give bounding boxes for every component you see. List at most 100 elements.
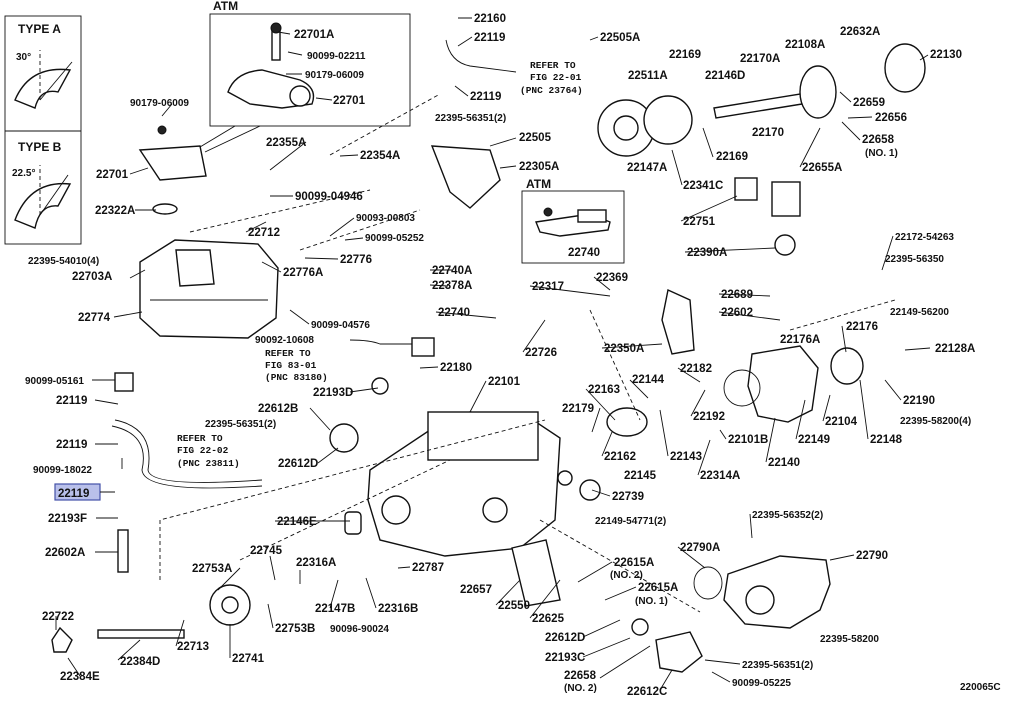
part-label[interactable]: 22703A bbox=[72, 271, 112, 283]
part-label[interactable]: 22659 bbox=[853, 97, 885, 109]
part-label[interactable]: 22192 bbox=[693, 411, 725, 423]
part-label[interactable]: 22712 bbox=[248, 227, 280, 239]
part-label[interactable]: 90099-04576 bbox=[311, 320, 370, 331]
part-label[interactable]: 22119 bbox=[56, 439, 87, 451]
part-label[interactable]: 22101 bbox=[488, 376, 521, 388]
part-label[interactable]: 22193C bbox=[545, 652, 585, 664]
part-label[interactable]: 22774 bbox=[78, 312, 111, 324]
part-label[interactable]: 22655A bbox=[802, 162, 842, 174]
part-label[interactable]: 22740A bbox=[432, 265, 472, 277]
part-label[interactable]: 90099-05225 bbox=[732, 678, 791, 689]
part-label[interactable]: 22170A bbox=[740, 53, 780, 65]
part-label[interactable]: 22355A bbox=[266, 137, 306, 149]
part-label[interactable]: 90096-90024 bbox=[330, 624, 389, 635]
part-label[interactable]: 22146D bbox=[705, 70, 745, 82]
part-label[interactable]: 22745 bbox=[250, 545, 283, 557]
part-label[interactable]: 22147A bbox=[627, 162, 667, 174]
part-label[interactable]: 22395-56351(2) bbox=[205, 419, 276, 430]
part-label[interactable]: 22316A bbox=[296, 557, 336, 569]
part-label[interactable]: 22739 bbox=[612, 491, 644, 503]
part-label[interactable]: 22751 bbox=[683, 216, 716, 228]
part-label[interactable]: 22128A bbox=[935, 343, 975, 355]
part-label[interactable]: 22395-56350 bbox=[885, 254, 944, 265]
part-label[interactable]: 22726 bbox=[525, 347, 557, 359]
part-label[interactable]: 22143 bbox=[670, 451, 702, 463]
part-label[interactable]: 22119 bbox=[470, 91, 501, 103]
part-label[interactable]: 22395-56351(2) bbox=[742, 660, 813, 671]
part-label[interactable]: 90179-06009 bbox=[305, 70, 364, 81]
part-label[interactable]: 22395-56351(2) bbox=[435, 113, 506, 124]
part-label[interactable]: 90099-02211 bbox=[307, 51, 366, 62]
part-label[interactable]: 22656 bbox=[875, 112, 907, 124]
part-label[interactable]: 90099-18022 bbox=[33, 465, 92, 476]
part-label[interactable]: 90092-10608 bbox=[255, 335, 314, 346]
part-label[interactable]: 22625 bbox=[532, 613, 565, 625]
part-label[interactable]: 22145 bbox=[624, 470, 657, 482]
part-label[interactable]: 22658 bbox=[564, 670, 597, 682]
part-label[interactable]: 22149-54771(2) bbox=[595, 516, 666, 527]
part-label[interactable]: 22149-56200 bbox=[890, 307, 949, 318]
part-label[interactable]: 22395-58200(4) bbox=[900, 416, 971, 427]
part-label[interactable]: 22140 bbox=[768, 457, 800, 469]
part-label[interactable]: 22701A bbox=[294, 29, 334, 41]
part-label[interactable]: 22170 bbox=[752, 127, 784, 139]
part-label[interactable]: 22378A bbox=[432, 280, 472, 292]
part-label[interactable]: 22740 bbox=[568, 247, 600, 259]
part-label[interactable]: 22753B bbox=[275, 623, 315, 635]
part-label[interactable]: 90099-05252 bbox=[365, 233, 424, 244]
part-label[interactable]: 22612D bbox=[545, 632, 585, 644]
part-label[interactable]: 22354A bbox=[360, 150, 400, 162]
part-label[interactable]: 22176 bbox=[846, 321, 878, 333]
part-label[interactable]: 22193D bbox=[313, 387, 353, 399]
part-label[interactable]: 22658 bbox=[862, 134, 895, 146]
part-label[interactable]: 22632A bbox=[840, 26, 880, 38]
part-label[interactable]: 22395-58200 bbox=[820, 634, 879, 645]
part-label[interactable]: 22505A bbox=[600, 32, 640, 44]
part-label[interactable]: 22776 bbox=[340, 254, 372, 266]
part-label[interactable]: 22119 bbox=[474, 32, 505, 44]
part-label[interactable]: 22657 bbox=[460, 584, 492, 596]
part-label[interactable]: 22341C bbox=[683, 180, 723, 192]
part-label[interactable]: 90099-04946 bbox=[295, 191, 363, 203]
part-label[interactable]: 22180 bbox=[440, 362, 472, 374]
part-label[interactable]: 22108A bbox=[785, 39, 825, 51]
part-label[interactable]: 22146E bbox=[277, 516, 317, 528]
part-label[interactable]: 22163 bbox=[588, 384, 620, 396]
part-label[interactable]: 22369 bbox=[596, 272, 628, 284]
part-label[interactable]: 22149 bbox=[798, 434, 830, 446]
part-label[interactable]: 90093-00803 bbox=[356, 213, 415, 224]
part-label[interactable]: 22384D bbox=[120, 656, 160, 668]
part-label[interactable]: 22612B bbox=[258, 403, 298, 415]
part-label[interactable]: 22395-54010(4) bbox=[28, 256, 99, 267]
part-label[interactable]: 22602A bbox=[45, 547, 85, 559]
part-label[interactable]: 22314A bbox=[700, 470, 740, 482]
part-label[interactable]: 22550 bbox=[498, 600, 530, 612]
part-label[interactable]: 22753A bbox=[192, 563, 232, 575]
part-label[interactable]: 22101B bbox=[728, 434, 768, 446]
highlighted-part-label[interactable]: 22119 bbox=[58, 488, 89, 500]
part-label[interactable]: 22322A bbox=[95, 205, 135, 217]
part-label[interactable]: 22790 bbox=[856, 550, 888, 562]
part-label[interactable]: 90099-05161 bbox=[25, 376, 84, 387]
part-label[interactable]: 22147B bbox=[315, 603, 355, 615]
part-label[interactable]: 22701 bbox=[96, 169, 129, 181]
part-label[interactable]: 22316B bbox=[378, 603, 418, 615]
part-label[interactable]: 22713 bbox=[177, 641, 209, 653]
part-label[interactable]: 22787 bbox=[412, 562, 444, 574]
part-label[interactable]: 22179 bbox=[562, 403, 594, 415]
part-label[interactable]: 22148 bbox=[870, 434, 903, 446]
part-label[interactable]: 22390A bbox=[687, 247, 727, 259]
part-label[interactable]: 22615A bbox=[614, 557, 654, 569]
part-label[interactable]: 22615A bbox=[638, 582, 678, 594]
part-label[interactable]: 22160 bbox=[474, 13, 506, 25]
part-label[interactable]: 22130 bbox=[930, 49, 962, 61]
part-label[interactable]: 22350A bbox=[604, 343, 644, 355]
part-label[interactable]: 22505 bbox=[519, 132, 552, 144]
part-label[interactable]: 22740 bbox=[438, 307, 470, 319]
part-label[interactable]: 22104 bbox=[825, 416, 858, 428]
part-label[interactable]: 22169 bbox=[669, 49, 701, 61]
part-label[interactable]: 22176A bbox=[780, 334, 820, 346]
part-label[interactable]: 22190 bbox=[903, 395, 935, 407]
part-label[interactable]: 22193F bbox=[48, 513, 87, 525]
part-label[interactable]: 22741 bbox=[232, 653, 265, 665]
